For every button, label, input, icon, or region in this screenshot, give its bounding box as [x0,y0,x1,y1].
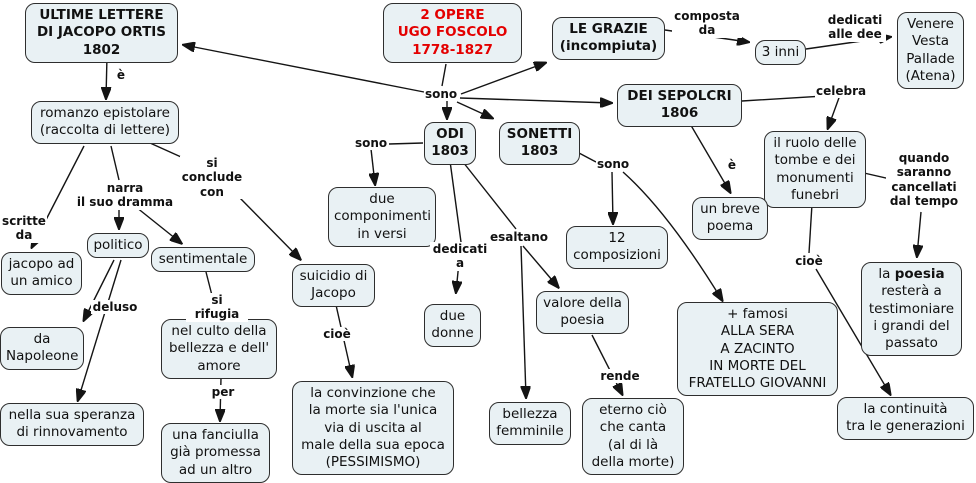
link-label-rende: rende [596,369,644,384]
link-label-dedicati-alle-dee: dedicati alle dee [824,13,886,42]
node-ruolo-tombe: il ruolo delle tombe e dei monumenti fun… [764,131,866,209]
link-label-scritte-da: scritte da [1,214,47,243]
node-romanzo-epistolare: romanzo epistolare (raccolta di lettere) [31,101,179,144]
link-label-si-conclude-con: si conclude con [180,156,244,200]
link-label-quando-cancellati: quando saranno cancellati dal tempo [886,151,962,209]
node-due-donne: due donne [424,304,481,347]
node-due-componimenti: due componimenti in versi [328,187,436,247]
link-label-sono-odi: sono [354,136,388,151]
link-label-si-rifugia: si rifugia [186,293,248,322]
link-label-composta-da: composta da [672,9,742,38]
node-convinzione-pessimismo: la convinzione che la morte sia l'unica … [292,381,454,476]
node-sonetti-piu-famosi: + famosi ALLA SERA A ZACINTO IN MORTE DE… [677,302,838,397]
node-poesia-testimone: la poesia resterà a testimoniare i grand… [861,262,962,357]
link-label-cioe-right: cioè [793,254,825,269]
node-culto-bellezza: nel culto della bellezza e dell' amore [161,319,277,379]
node-suicidio-jacopo: suicidio di Jacopo [292,264,375,307]
node-eterno-cio-che-canta: eterno ciò che canta (al di là della mor… [582,398,684,476]
node-odi: ODI 1803 [424,122,476,165]
node-venere-vesta-pallade: Venere Vesta Pallade (Atena) [897,12,964,90]
link-label-sono-sonetti: sono [596,157,630,172]
poesia-text-rest: resterà a testimoniare i grandi del pass… [868,283,955,352]
node-bellezza-femminile: bellezza femminile [489,402,571,445]
node-sonetti: SONETTI 1803 [499,122,580,165]
node-dei-sepolcri: DEI SEPOLCRI 1806 [617,84,742,127]
node-speranza-rinnovamento: nella sua speranza di rinnovamento [0,403,144,446]
link-label-celebra: celebra [815,84,867,99]
link-label-e-ultime: è [112,68,130,83]
node-da-napoleone: da Napoleone [0,327,84,370]
node-2-opere-ugo-foscolo: 2 OPERE UGO FOSCOLO 1778-1827 [383,3,522,63]
link-label-narra-dramma: narra il suo dramma [74,181,176,210]
link-label-per: per [209,385,237,400]
poesia-text-bold: poesia [894,266,945,282]
node-ultime-lettere: ULTIME LETTERE DI JACOPO ORTIS 1802 [25,3,178,63]
node-breve-poema: un breve poema [692,197,768,240]
node-3-inni: 3 inni [755,40,806,66]
link-label-e-sepolcri: è [723,158,741,173]
link-label-sono-main: sono [424,87,458,102]
node-le-grazie: LE GRAZIE (incompiuta) [552,17,665,60]
node-continuita-generazioni: la continuità tra le generazioni [837,397,974,440]
link-label-dedicati-a: dedicati a [430,242,490,271]
node-fanciulla-promessa: una fanciulla già promessa ad un altro [161,423,270,483]
poesia-text-start: la [878,266,895,282]
node-12-composizioni: 12 composizioni [566,226,668,269]
node-valore-poesia: valore della poesia [536,291,629,334]
node-politico: politico [87,233,149,259]
link-label-cioe-left: cioè [320,327,354,342]
node-jacopo-amico: jacopo ad un amico [1,252,82,295]
link-label-deluso: deluso [91,300,139,315]
link-label-esaltano: esaltano [488,230,550,245]
node-sentimentale: sentimentale [151,247,255,273]
